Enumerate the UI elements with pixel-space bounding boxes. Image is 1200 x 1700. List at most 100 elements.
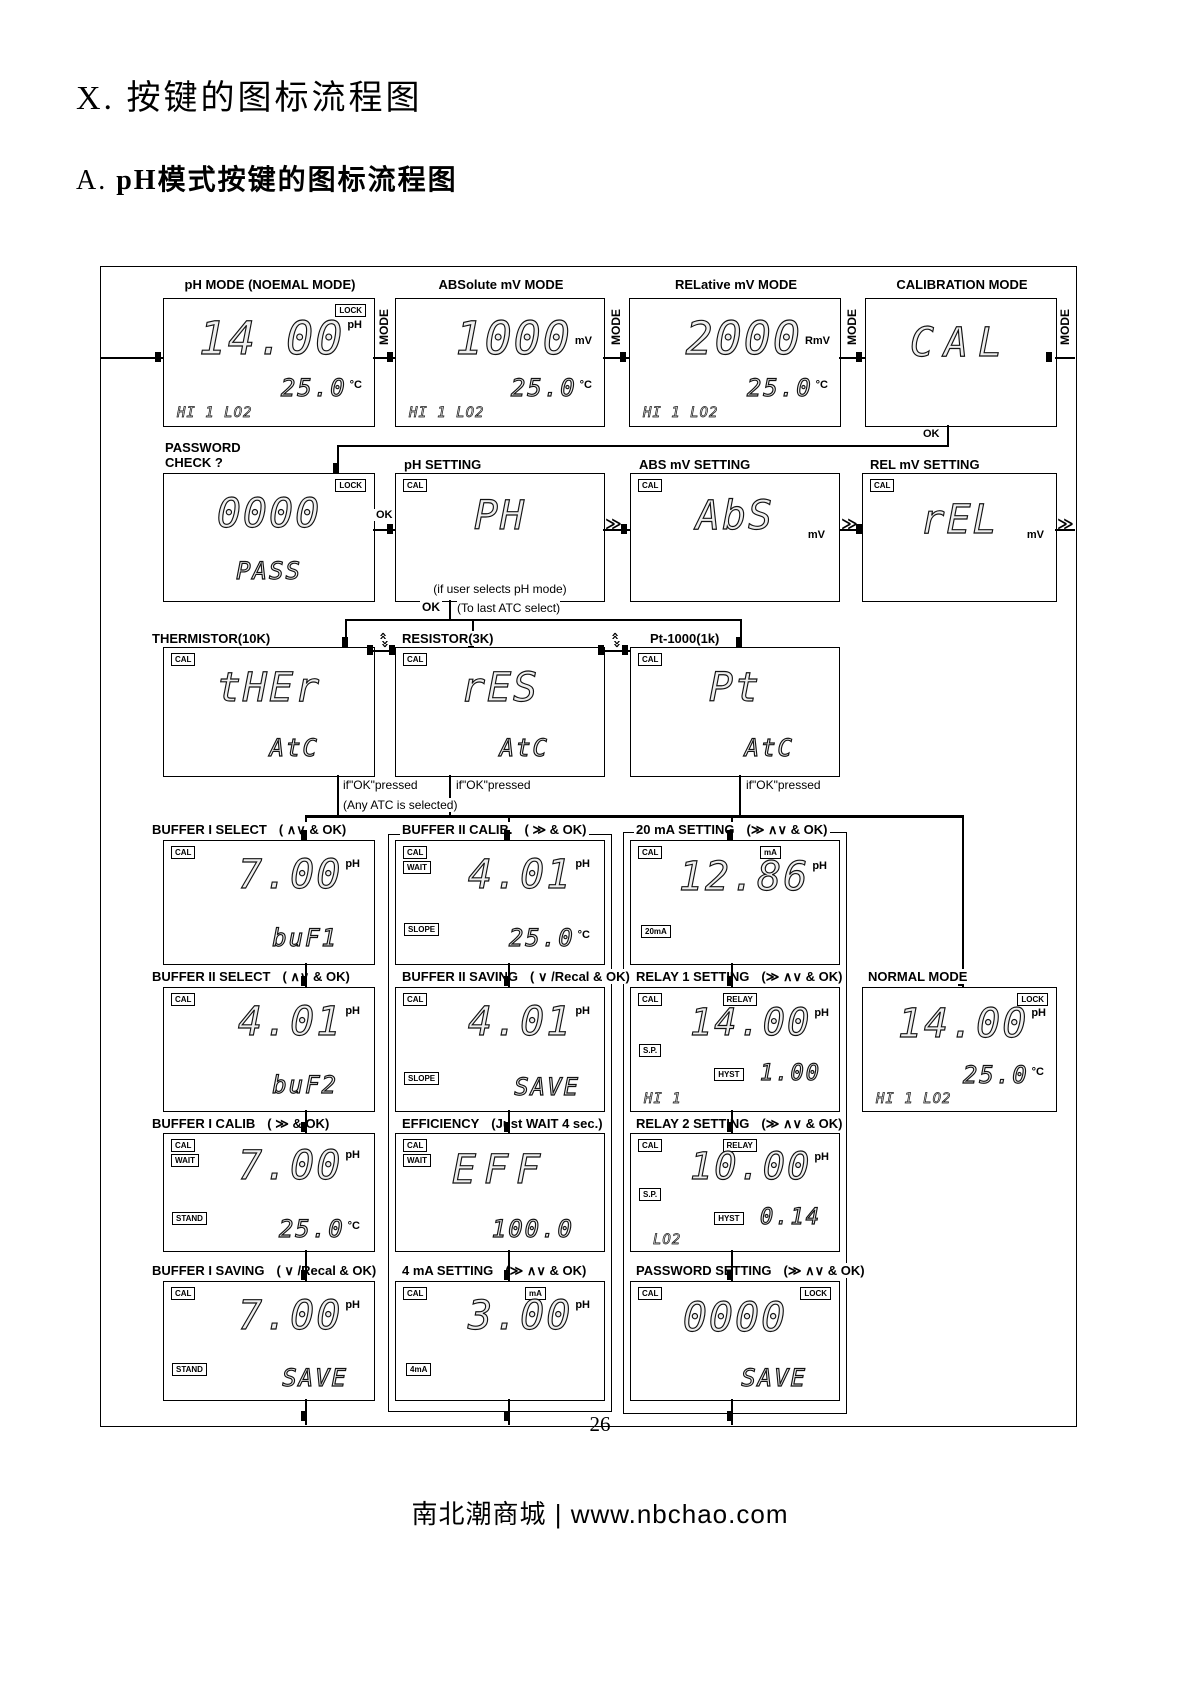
key-hint: (≫ ∧∨ & OK) bbox=[746, 822, 828, 837]
connector-node bbox=[727, 1270, 733, 1280]
box-label-text: 20 mA SETTING bbox=[636, 822, 735, 837]
key-hint: (Just WAIT 4 sec.) bbox=[491, 1116, 603, 1131]
if-ok-pressed-note: if"OK"pressed bbox=[746, 778, 821, 792]
box-label: CALIBRATION MODE bbox=[865, 277, 1059, 292]
setpoint-badge: S.P. bbox=[639, 1188, 662, 1201]
lcd-abs-setting: CAL AbS mV bbox=[630, 473, 840, 602]
connector-node bbox=[504, 1411, 510, 1421]
box-label: THERMISTOR(10K) bbox=[150, 631, 273, 646]
mode-key-label: MODE bbox=[377, 309, 391, 345]
lcd-line2-value: AtC bbox=[744, 734, 794, 762]
subsection-text: pH模式按键的图标流程图 bbox=[116, 165, 458, 196]
connector-line bbox=[603, 650, 630, 652]
slope-badge: SLOPE bbox=[404, 1072, 440, 1085]
lcd-line2-value: 1.00 bbox=[759, 1061, 821, 1086]
lcd-password-check: LOCK 0000 PASS bbox=[163, 473, 375, 602]
box-label-line2: CHECK ? bbox=[165, 455, 223, 470]
lcd-ph-setting: CAL PH (if user selects pH mode) bbox=[395, 473, 605, 602]
subsection-title: A. pH模式按键的图标流程图 bbox=[76, 158, 458, 198]
lcd-note: (if user selects pH mode) bbox=[396, 582, 604, 596]
key-hint: (≫ ∧∨ & OK) bbox=[761, 1116, 843, 1131]
box-label: pH SETTING bbox=[402, 457, 484, 472]
20ma-badge: 20mA bbox=[641, 925, 671, 938]
lcd-main-value: 14.00 bbox=[689, 1001, 812, 1044]
box-label: PASSWORD SETTING(≫ ∧∨ & OK) bbox=[634, 1263, 867, 1278]
connector-node bbox=[301, 1122, 307, 1132]
connector-line bbox=[731, 1110, 733, 1133]
box-label: ABS mV SETTING bbox=[637, 457, 753, 472]
lcd-line2-value: SAVE bbox=[514, 1073, 580, 1101]
key-hint: (≫ ∧∨ & OK) bbox=[783, 1263, 865, 1278]
lcd-main-value: 7.00 bbox=[237, 1143, 343, 1189]
lcd-main-value: 1000 bbox=[455, 312, 572, 365]
unit-label: mV bbox=[574, 335, 592, 347]
box-label-line1: PASSWORD bbox=[165, 440, 241, 455]
cal-badge: CAL bbox=[403, 653, 428, 666]
mode-key-label: MODE bbox=[845, 309, 859, 345]
box-label: BUFFER I SAVING( ∨ /Recal & OK) bbox=[150, 1263, 379, 1278]
key-hint: ( ∧∨ & OK) bbox=[278, 822, 347, 837]
cal-badge: CAL bbox=[403, 1287, 428, 1300]
lcd-main-value: 4.01 bbox=[237, 999, 343, 1045]
connector-line bbox=[1055, 529, 1075, 531]
connector-node bbox=[598, 645, 604, 655]
ma-badge: mA bbox=[759, 846, 781, 859]
cal-badge: CAL bbox=[870, 479, 895, 492]
hyst-badge: HYST bbox=[714, 1212, 744, 1225]
box-label-text: BUFFER II CALIB. bbox=[402, 822, 513, 837]
connector-line bbox=[345, 619, 347, 647]
ok-key-label: OK bbox=[420, 600, 442, 614]
box-label: NORMAL MODE bbox=[866, 969, 970, 984]
lcd-temp-value: 25.0 bbox=[280, 374, 347, 402]
unit-label: mV bbox=[1026, 529, 1044, 541]
connector-line bbox=[603, 357, 629, 359]
lcd-password-setting: CAL LOCK 0000 SAVE bbox=[630, 1281, 840, 1401]
cal-badge: CAL bbox=[403, 993, 428, 1006]
box-label-text: BUFFER I SAVING bbox=[152, 1263, 265, 1278]
connector-node bbox=[621, 524, 627, 534]
unit-label: pH bbox=[575, 1299, 590, 1311]
unit-label: pH bbox=[814, 1007, 829, 1019]
cal-badge: CAL bbox=[638, 993, 663, 1006]
key-hint: ( ≫ & OK) bbox=[267, 1116, 330, 1131]
lock-badge: LOCK bbox=[335, 304, 366, 317]
box-label: ABSolute mV MODE bbox=[395, 277, 607, 292]
lcd-main-value: 2000 bbox=[685, 312, 802, 365]
lcd-temp-value: 25.0 bbox=[510, 374, 577, 402]
connector-line bbox=[337, 445, 949, 447]
lcd-main-value: 7.00 bbox=[237, 852, 343, 898]
to-last-atc-note: (To last ATC select) bbox=[457, 601, 561, 615]
box-label: EFFICIENCY(Just WAIT 4 sec.) bbox=[400, 1116, 605, 1131]
connector-line bbox=[962, 818, 964, 987]
connector-line bbox=[731, 1250, 733, 1281]
lcd-line2-value: AtC bbox=[269, 734, 319, 762]
cal-badge: CAL bbox=[403, 846, 428, 859]
connector-line bbox=[373, 357, 395, 359]
connector-line bbox=[337, 775, 339, 817]
lcd-line2-value: AtC bbox=[499, 734, 549, 762]
lcd-line2-value: PASS bbox=[236, 557, 302, 585]
lcd-status: HI 1 LO2 bbox=[177, 405, 253, 421]
connector-line bbox=[373, 529, 395, 531]
lcd-calibration-mode: CAL bbox=[865, 298, 1057, 427]
connector-line bbox=[508, 1250, 510, 1281]
lcd-thermistor: CAL tHEr AtC bbox=[163, 647, 375, 777]
cal-badge: CAL bbox=[171, 1287, 196, 1300]
box-label: 4 mA SETTING(≫ ∧∨ & OK) bbox=[400, 1263, 589, 1278]
down-chevron-icon: » bbox=[609, 639, 624, 649]
lcd-main-value: 14.00 bbox=[198, 312, 345, 365]
connector-line bbox=[449, 600, 451, 619]
unit-label: pH bbox=[347, 319, 362, 331]
if-ok-pressed-note: if"OK"pressed bbox=[343, 778, 418, 792]
connector-node bbox=[301, 1270, 307, 1280]
stand-badge: STAND bbox=[172, 1363, 207, 1376]
connector-node bbox=[387, 524, 393, 534]
connector-node bbox=[504, 1270, 510, 1280]
cal-badge: CAL bbox=[638, 1287, 663, 1300]
